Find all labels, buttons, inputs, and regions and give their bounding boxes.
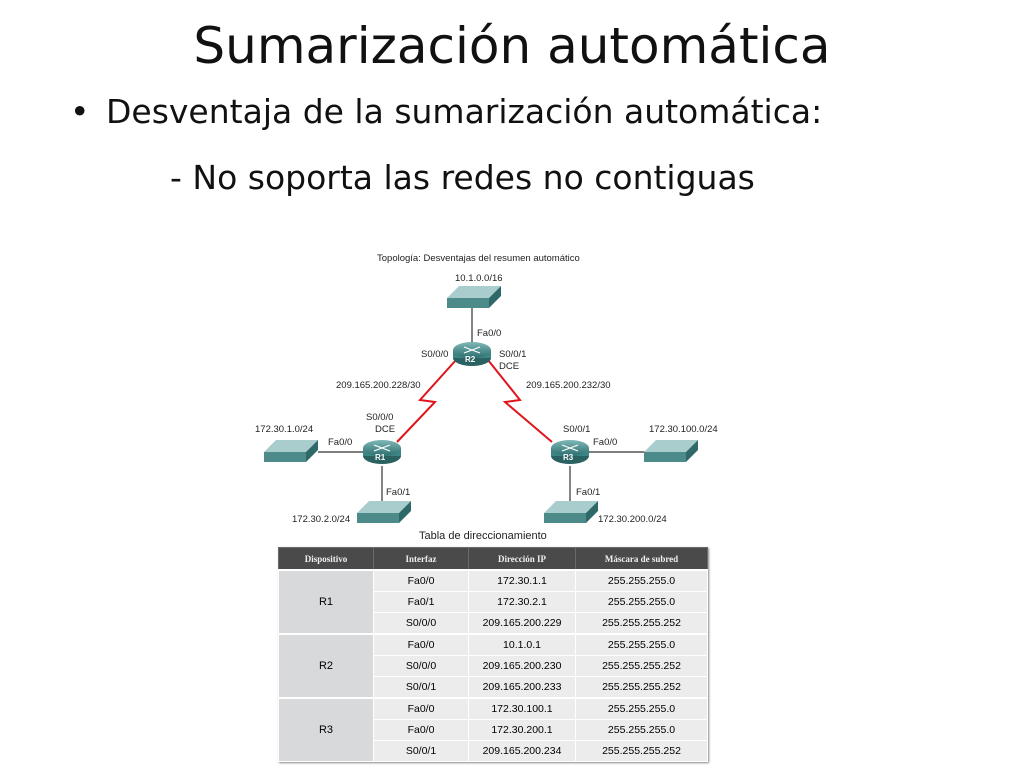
table-row: R3 Fa0/0 172.30.100.1 255.255.255.0 (278, 697, 708, 762)
r3-fa0-label: Fa0/0 (593, 437, 617, 448)
ip-cell: 209.165.200.233 (468, 676, 576, 699)
table-row: R2 Fa0/0 10.1.0.1 255.255.255.0 (278, 633, 708, 699)
column-header: Interfaz (373, 547, 469, 571)
router-r2-label: R2 (465, 355, 476, 364)
r2-s0-left-label: S0/0/0 (421, 349, 448, 360)
table-row: Fa0/0 172.30.200.1 255.255.255.0 (279, 719, 708, 741)
interface-cell: S0/0/1 (373, 676, 469, 699)
interface-cell: Fa0/0 (373, 719, 469, 741)
ip-cell: 209.165.200.229 (468, 612, 576, 635)
table-row: S0/0/1 209.165.200.234 255.255.255.252 (279, 740, 708, 762)
router-icon (363, 440, 401, 464)
r1-dce-label: DCE (375, 424, 395, 435)
bullet-text: Desventaja de la sumarización automática… (106, 92, 823, 131)
mask-cell: 255.255.255.252 (575, 612, 708, 635)
serial-link-r1-r2 (396, 359, 457, 443)
r3-lan1-label: 172.30.200.0/24 (598, 514, 667, 525)
ip-cell: 172.30.100.1 (468, 697, 576, 720)
r1-lan1-label: 172.30.2.0/24 (292, 514, 350, 525)
switch-icon (264, 440, 318, 462)
mask-cell: 255.255.255.0 (575, 569, 708, 592)
table-title: Tabla de direccionamiento (419, 530, 547, 542)
r1-s0-label: S0/0/0 (366, 412, 393, 423)
router-r1-label: R1 (375, 453, 386, 462)
switch-icon (447, 286, 501, 308)
switch-icon (357, 501, 411, 523)
router-icon (453, 342, 491, 366)
r2-dce-label: DCE (499, 361, 519, 372)
mask-cell: 255.255.255.0 (575, 719, 708, 741)
mask-cell: 255.255.255.252 (575, 740, 708, 762)
link-r2-r3-label: 209.165.200.232/30 (526, 380, 611, 391)
ip-cell: 172.30.2.1 (468, 591, 576, 613)
serial-link-r2-r3 (487, 359, 553, 443)
table-header-row: Dispositivo Interfaz Dirección IP Máscar… (278, 547, 708, 571)
ip-cell: 209.165.200.230 (468, 655, 576, 677)
interface-cell: S0/0/0 (373, 612, 469, 635)
r1-fa0-label: Fa0/0 (328, 437, 352, 448)
table-row: Fa0/1 172.30.2.1 255.255.255.0 (279, 591, 708, 613)
ip-cell: 209.165.200.234 (468, 740, 576, 762)
interface-cell: S0/0/1 (373, 740, 469, 762)
interface-cell: Fa0/0 (373, 633, 469, 656)
column-header: Dirección IP (468, 547, 576, 571)
r2-fa-label: Fa0/0 (477, 328, 501, 339)
device-cell: R3 (278, 697, 374, 762)
interface-cell: Fa0/0 (373, 569, 469, 592)
mask-cell: 255.255.255.0 (575, 697, 708, 720)
r1-lan0-label: 172.30.1.0/24 (255, 424, 313, 435)
mask-cell: 255.255.255.252 (575, 676, 708, 699)
column-header: Dispositivo (278, 547, 374, 571)
bullet-dot-icon: • (70, 92, 90, 131)
sub-point: - No soporta las redes no contiguas (170, 158, 755, 197)
column-header: Máscara de subred (575, 547, 708, 571)
table-row: R1 Fa0/0 172.30.1.1 255.255.255.0 (278, 569, 708, 635)
r2-s0-right-label: S0/0/1 (499, 349, 526, 360)
interface-cell: Fa0/0 (373, 697, 469, 720)
link-r1-r2-label: 209.165.200.228/30 (336, 380, 421, 391)
switch-icon (544, 501, 598, 523)
table-row: S0/0/0 209.165.200.230 255.255.255.252 (279, 655, 708, 677)
r3-lan0-label: 172.30.100.0/24 (649, 424, 718, 435)
slide-title: Sumarización automática (193, 17, 831, 75)
router-r3-label: R3 (563, 453, 574, 462)
topology-caption: Topología: Desventajas del resumen autom… (377, 253, 580, 264)
interface-cell: Fa0/1 (373, 591, 469, 613)
interface-cell: S0/0/0 (373, 655, 469, 677)
r3-s0-label: S0/0/1 (563, 424, 590, 435)
device-cell: R2 (278, 633, 374, 699)
r2-lan-label: 10.1.0.0/16 (455, 273, 503, 284)
switch-icon (644, 440, 698, 462)
mask-cell: 255.255.255.0 (575, 591, 708, 613)
ip-cell: 172.30.200.1 (468, 719, 576, 741)
mask-cell: 255.255.255.0 (575, 633, 708, 656)
bullet-point: • Desventaja de la sumarización automátic… (70, 88, 822, 136)
mask-cell: 255.255.255.252 (575, 655, 708, 677)
table-row: S0/0/0 209.165.200.229 255.255.255.252 (279, 612, 708, 635)
ip-cell: 172.30.1.1 (468, 569, 576, 592)
addressing-table: Dispositivo Interfaz Dirección IP Máscar… (278, 547, 708, 762)
router-icon (551, 440, 589, 464)
ip-cell: 10.1.0.1 (468, 633, 576, 656)
r3-fa1-label: Fa0/1 (576, 487, 600, 498)
r1-fa1-label: Fa0/1 (386, 487, 410, 498)
device-cell: R1 (278, 569, 374, 635)
